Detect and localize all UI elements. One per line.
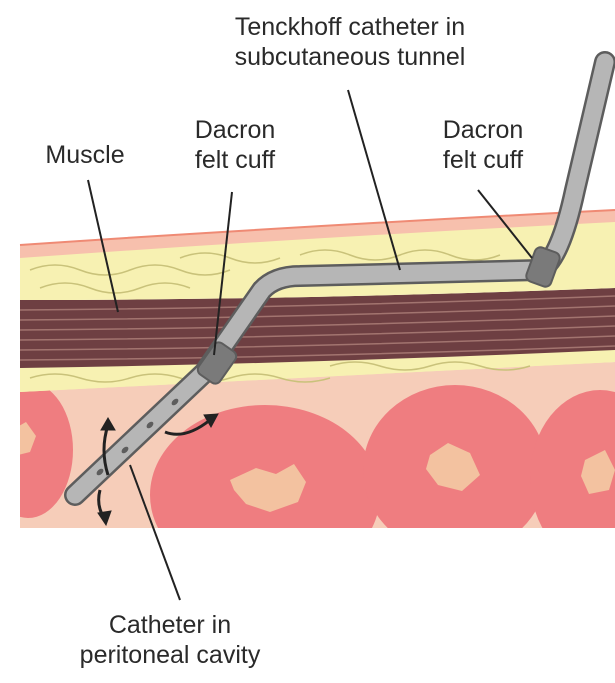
label-tenckhoff-line1: Tenckhoff catheter in <box>190 12 510 42</box>
label-cuff-right-line2: felt cuff <box>418 145 548 175</box>
label-muscle: Muscle <box>30 140 140 170</box>
label-cuff-left-line1: Dacron <box>170 115 300 145</box>
label-tenckhoff-line2: subcutaneous tunnel <box>190 42 510 72</box>
label-cuff-right-line1: Dacron <box>418 115 548 145</box>
label-peritoneal: Catheter in peritoneal cavity <box>40 610 300 670</box>
label-tenckhoff: Tenckhoff catheter in subcutaneous tunne… <box>190 12 510 72</box>
label-muscle-text: Muscle <box>30 140 140 170</box>
label-peritoneal-line1: Catheter in <box>40 610 300 640</box>
label-cuff-left-line2: felt cuff <box>170 145 300 175</box>
label-cuff-left: Dacron felt cuff <box>170 115 300 175</box>
label-peritoneal-line2: peritoneal cavity <box>40 640 300 670</box>
label-cuff-right: Dacron felt cuff <box>418 115 548 175</box>
